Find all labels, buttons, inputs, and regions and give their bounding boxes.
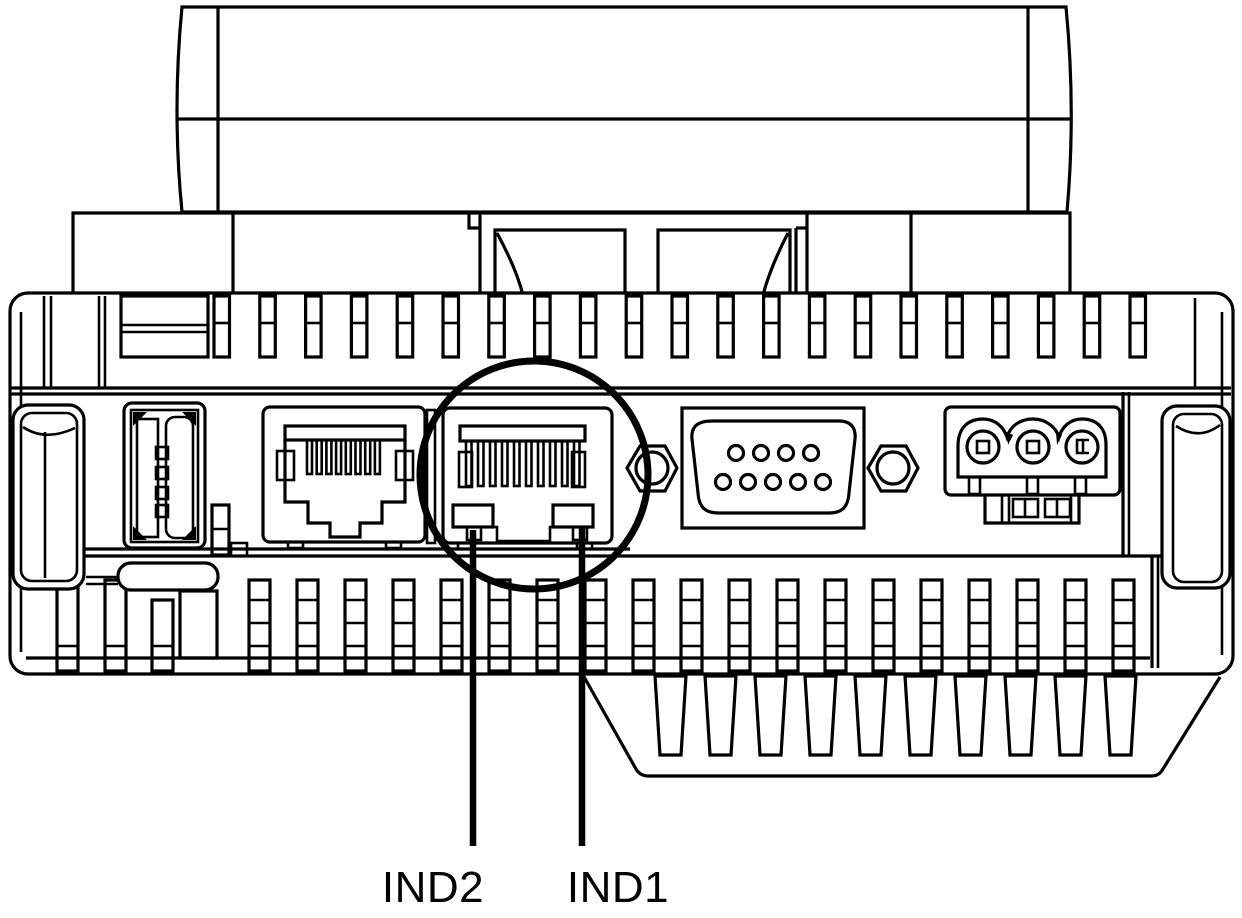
- vent-band-top: [119, 294, 1148, 359]
- highlight-circle: [416, 357, 652, 593]
- lower-housing-vent-slots: [653, 674, 1138, 757]
- ethernet-port-1: [261, 405, 427, 550]
- terminal-pin-1: [965, 429, 1001, 465]
- top-enclosure: [175, 5, 1073, 214]
- pill-recess: [116, 561, 220, 592]
- label-ind2: IND2: [382, 863, 484, 912]
- ethernet-port-2: [441, 406, 614, 551]
- label-ind1: IND1: [567, 863, 669, 912]
- power-terminal-block: [943, 405, 1122, 525]
- db9-pin-holes: [713, 443, 833, 492]
- vent-teeth-top: [212, 294, 1148, 359]
- right-mounting-flange: [1160, 404, 1232, 590]
- vent-band-bottom: [55, 561, 1136, 673]
- rj45-pins-1: [305, 438, 382, 476]
- terminal-pin-2: [1015, 429, 1051, 465]
- usb-tongue: [164, 415, 195, 540]
- left-mounting-flange: [11, 403, 86, 591]
- vent-slots-bottom: [55, 578, 1136, 673]
- mid-enclosure-tier: [71, 211, 1072, 296]
- annotation-layer: IND2 IND1: [382, 357, 669, 912]
- lower-housing: [581, 674, 1222, 778]
- port-divider: [425, 408, 437, 545]
- usb-port: [122, 401, 249, 558]
- db9-serial-port: [625, 406, 920, 530]
- terminal-pin-3: [1064, 429, 1100, 465]
